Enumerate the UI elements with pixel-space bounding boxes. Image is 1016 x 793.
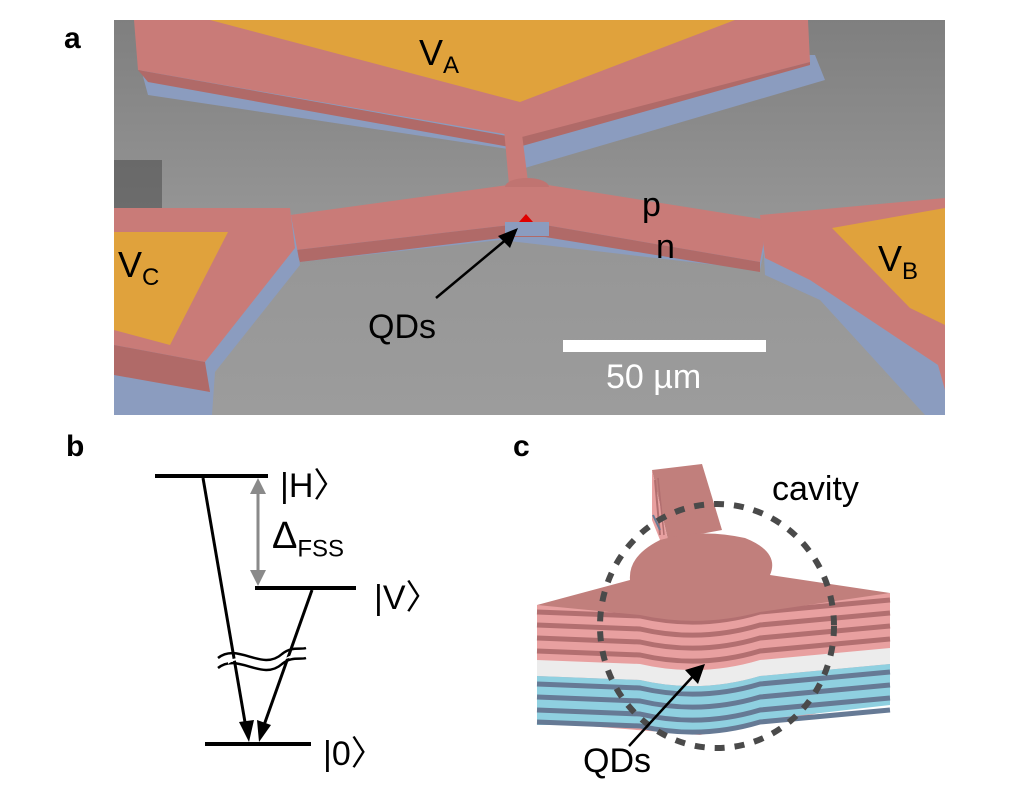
bridge <box>290 178 770 272</box>
energy-level-diagram <box>155 474 356 746</box>
pad-va <box>134 20 825 185</box>
panel-a-letter: a <box>64 22 81 55</box>
panel-c-letter: c <box>513 430 530 463</box>
qd-arrow-a <box>435 237 509 299</box>
scale-bar <box>563 340 766 352</box>
scale-bar-label: 50 µm <box>606 358 702 396</box>
label-va: VA <box>419 32 460 80</box>
transition-v <box>261 589 314 729</box>
layer-stack <box>536 593 891 735</box>
transition-h <box>201 477 248 729</box>
label-qds-c: QDs <box>583 742 651 780</box>
label-p: p <box>642 186 661 224</box>
label-n: n <box>656 228 675 266</box>
qd-arrowhead-a <box>498 228 518 248</box>
pad-vb <box>760 198 945 415</box>
label-vb: VB <box>878 238 919 286</box>
qd-marker <box>519 214 533 222</box>
level-v-label: |V〉 <box>374 579 440 617</box>
cavity-circle <box>597 501 837 751</box>
label-qds-a: QDs <box>368 308 436 346</box>
level-zero-label: |0〉 <box>323 735 385 773</box>
pad-vc <box>114 208 300 415</box>
delta-fss-label: ΔFSS <box>272 515 345 563</box>
micropillar-3d <box>536 464 891 751</box>
level-h-label: |H〉 <box>280 467 348 505</box>
cavity-label: cavity <box>772 470 859 508</box>
panel-b-letter: b <box>66 430 85 463</box>
top-face <box>537 533 890 621</box>
qd-arrow-c <box>628 673 696 747</box>
sem-artefact <box>114 160 162 215</box>
label-vc: VC <box>118 244 160 292</box>
